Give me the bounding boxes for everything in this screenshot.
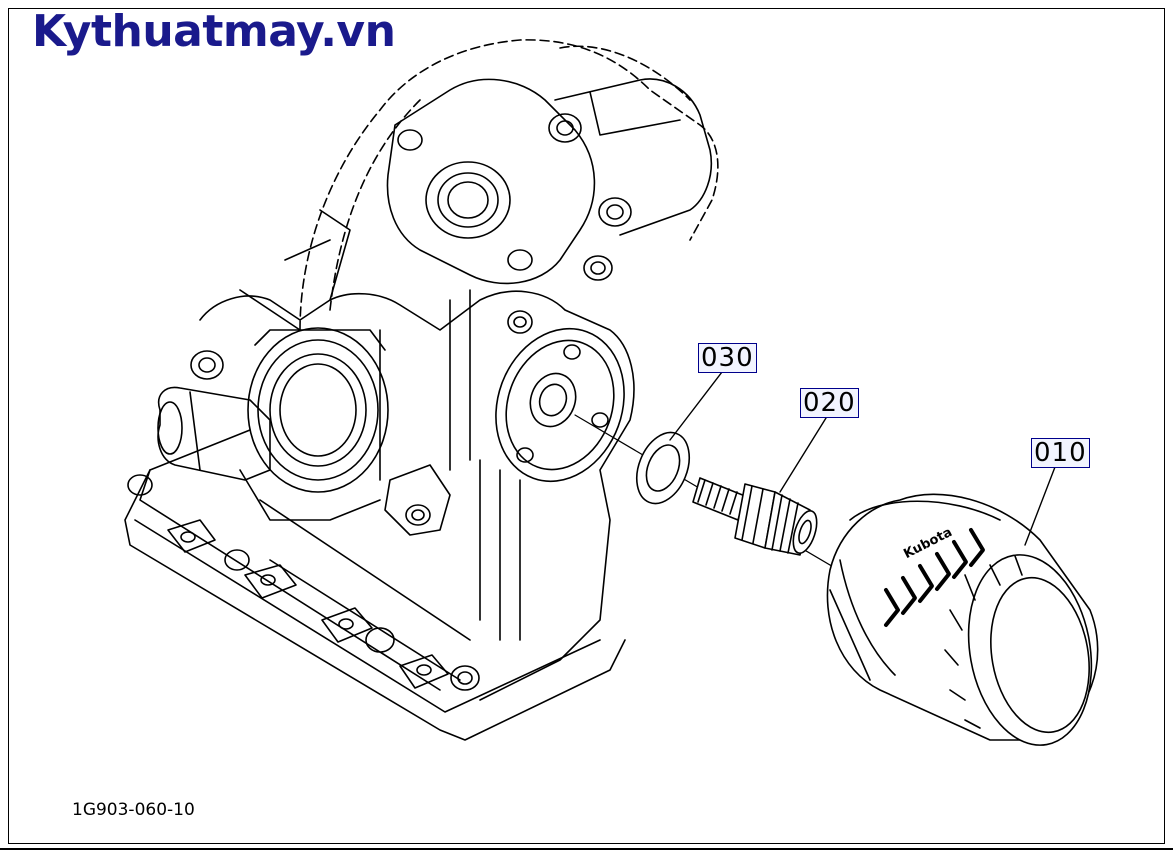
bottom-divider: [0, 848, 1173, 850]
leader-020: [779, 417, 827, 493]
washer-030: [635, 431, 691, 505]
callout-020[interactable]: 020: [800, 388, 859, 418]
nipple-020: [692, 477, 818, 556]
engine-gear-case: [124, 39, 719, 741]
filter-logo: [884, 528, 985, 627]
pan-bolt-lugs: [167, 519, 449, 689]
diagram-code: 1G903-060-10: [72, 800, 195, 820]
leader-030: [669, 371, 723, 441]
callout-010[interactable]: 010: [1031, 438, 1090, 468]
callout-030[interactable]: 030: [698, 343, 757, 373]
leader-010: [1024, 466, 1056, 546]
oil-filter-010: [826, 493, 1099, 746]
site-brand: Kythuatmay.vn: [32, 6, 396, 57]
